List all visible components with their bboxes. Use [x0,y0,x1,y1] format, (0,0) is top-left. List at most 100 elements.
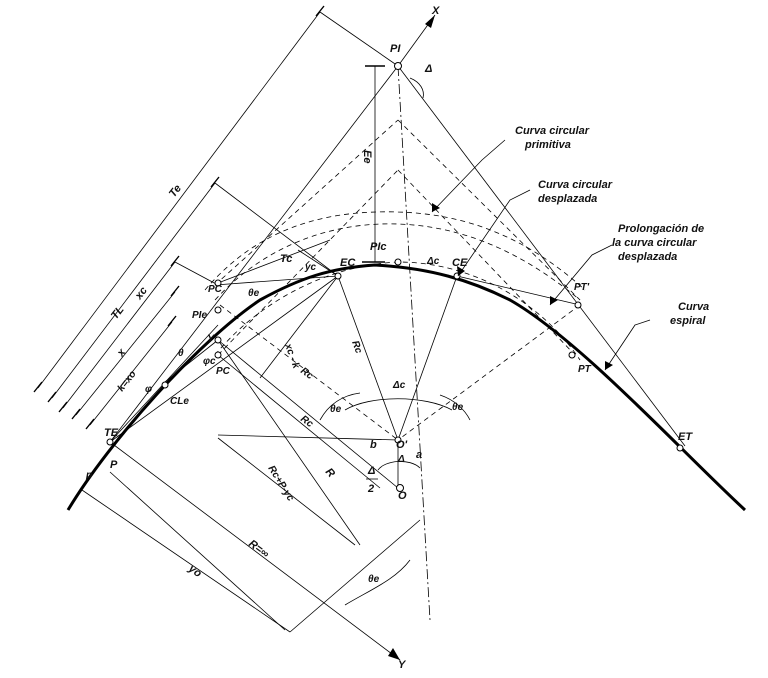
radius-pc-lower [217,354,381,489]
label-rc-3: Rc [298,414,315,431]
annotation-desplazada-1: Curva circular [538,179,613,191]
dim-r-inf [109,471,286,631]
label-pt-low: PT [578,364,592,375]
label-et: ET [678,431,693,443]
bisector-line [397,65,431,621]
label-p-point: P [110,459,118,471]
theta-e-arc-low [344,559,411,606]
et-marker [676,444,684,452]
label-theta-e-top: θe [248,288,260,299]
dashed-line-4 [397,169,576,356]
label-y: Y [207,333,216,345]
theta-e-arc-right [439,394,471,421]
label-k-dim: k=xo [116,369,139,394]
ext-line-pi [319,11,399,67]
label-delta-c: Δc [392,380,406,391]
label-delta-low: Δ [397,454,405,465]
label-rc-p-yc: Rc+P-yc [265,464,296,504]
dim-tc [217,239,331,284]
label-ce: CE [452,257,468,269]
label-r-inf: R=∞ [246,538,271,561]
label-delta-half-num: Δ [367,465,375,477]
label-r: R [323,466,337,480]
arrow-desplazada [457,266,465,276]
pt-top-marker [574,301,582,309]
y-axis-arrow [388,648,400,660]
label-xc-dim: xc [132,285,150,303]
theta-e-arc-left [319,392,361,421]
pc-low-marker [214,351,222,359]
radius-pc [217,339,399,489]
ec-marker [334,272,342,280]
label-delta-top: Δ [424,63,432,75]
dashed-line-1 [214,119,399,286]
label-ee: Ee [361,150,373,163]
pt-low-marker [568,351,576,359]
y-marker [214,336,222,344]
label-cle: CLe [170,396,189,407]
x-axis-arrow [425,15,435,28]
dim-rcpyc [217,437,356,546]
label-p-dim: p [85,470,92,481]
pi-marker [394,62,402,70]
dim-k [89,321,173,426]
leader-desplazada [457,189,531,277]
label-theta-e-right: θe [452,402,464,413]
label-theta-e-bottom: θe [368,574,380,585]
annotation-primitiva-1: Curva circular [515,125,590,137]
radius-ce [397,275,458,441]
label-b: b [370,439,377,451]
dim-x [75,291,176,416]
label-yo: yo [185,562,203,580]
delta-arc-bottom [377,461,421,471]
te-marker [106,438,114,446]
label-a: a [416,449,422,461]
label-o: O [398,490,407,502]
label-xc-k: xc - k [282,341,302,370]
dashed-line-3 [217,169,399,356]
dashed-line-2 [397,119,581,301]
leader-primitiva [431,139,506,213]
label-o-prime: O' [396,439,408,451]
pie-marker [214,306,222,314]
dim-ticks [33,5,385,430]
arrow-prolongacion [550,296,558,305]
delta-c-arc [344,398,453,411]
annotation-prolongacion-1: Prolongación de [618,223,704,235]
arrow-espiral [605,361,613,370]
label-ec: EC [340,257,356,269]
o-prime-marker [394,436,402,444]
label-rc-1: Rc [349,339,364,355]
radius-te [109,275,339,443]
cle-marker [161,381,169,389]
o-marker [396,484,404,492]
dashed-line-5 [219,304,399,441]
pic-marker [394,258,402,266]
label-yc: yc [304,262,317,273]
annotation-desplazada-2: desplazada [538,193,597,205]
delta-arc-top [409,77,424,99]
radius-ec [337,275,399,441]
label-rc-2: Rc [298,366,315,383]
dim-xc [51,182,216,399]
label-pc-top: PC [208,284,223,295]
label-theta-e-left: θe [330,404,342,415]
annotation-espiral-2: espiral [670,315,706,327]
tangent-at-ec [214,275,339,286]
label-phi-c: φc [203,356,216,367]
ext-line-tl [174,261,219,286]
main-curve [66,263,747,512]
label-pie: PIe [192,310,207,321]
label-delta-half-den: 2 [367,483,374,495]
label-x-axis: X [431,5,440,17]
dashed-line-6 [397,304,581,441]
label-pi: PI [390,43,401,55]
label-delta-c-top: Δc [426,256,440,267]
dim-tl [62,261,176,409]
tangent-line-right [397,65,686,447]
annotation-prolongacion-3: desplazada [618,251,677,263]
tangent-at-ce [456,275,581,306]
label-pic: PIc [370,241,387,253]
radius-r [217,339,361,546]
